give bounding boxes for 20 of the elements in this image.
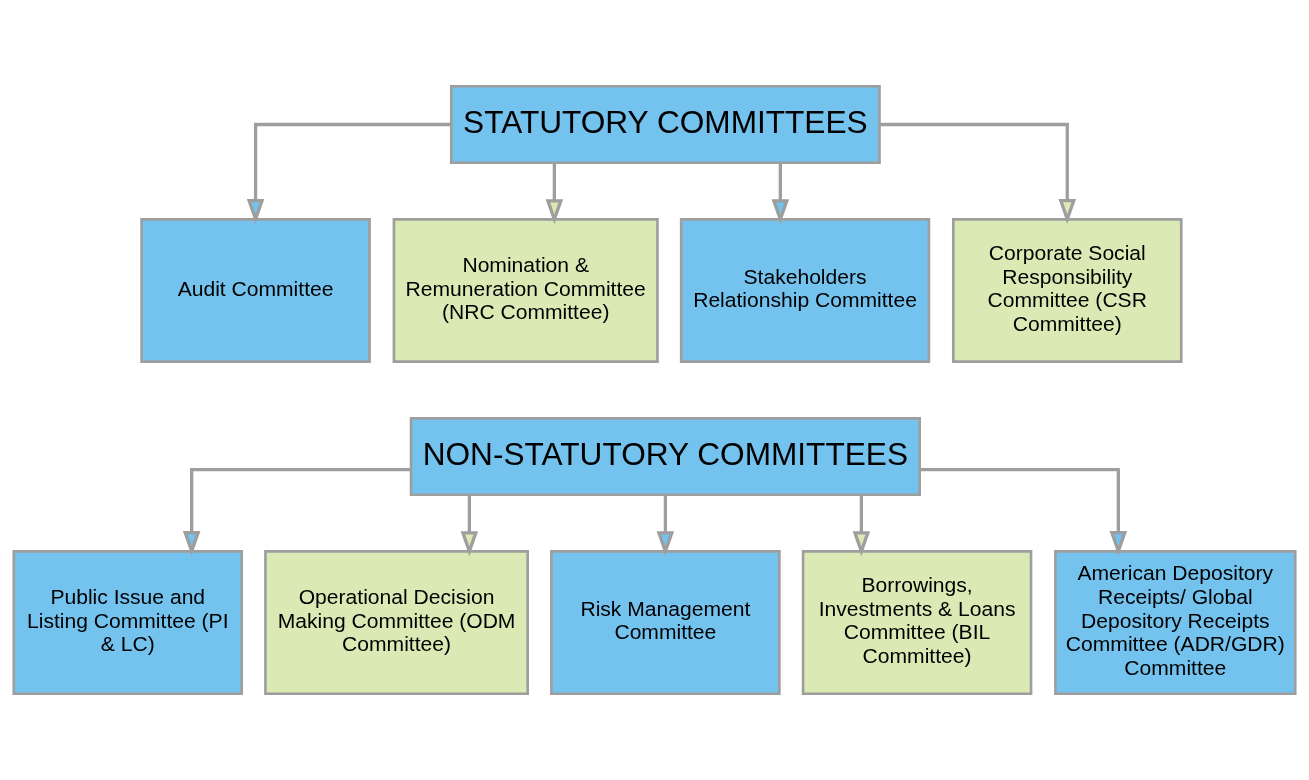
node-box: STATUTORY COMMITTEES	[449, 84, 881, 164]
arrow	[852, 495, 871, 557]
node-box: Public Issue and Listing Committee (PI & LC)	[12, 550, 244, 696]
arrow	[182, 468, 411, 557]
arrow	[246, 122, 451, 225]
node-box: Nomination & Remuneration Committee (NRC Committee)	[392, 218, 659, 363]
node-box: American Depository Receipts/ Global Depository Receipts Committee (ADR/GDR) Committee	[1054, 550, 1297, 696]
arrow	[879, 122, 1077, 225]
node-box: NON-STATUTORY COMMITTEES	[409, 417, 921, 497]
node-box: Risk Management Committee	[550, 550, 781, 696]
arrow	[545, 163, 564, 225]
node-box: Audit Committee	[140, 218, 371, 363]
arrow	[771, 163, 790, 225]
node-box: Borrowings, Investments & Loans Committee (BIL Committee)	[801, 550, 1033, 696]
node-box: Operational Decision Making Committee (ODM Committee)	[264, 550, 529, 696]
node-box: Stakeholders Relationship Committee	[679, 218, 931, 363]
node-box: Corporate Social Responsibility Committee (CSR Committee)	[951, 218, 1183, 363]
arrow	[656, 495, 675, 557]
arrow	[460, 495, 479, 557]
arrow	[920, 468, 1128, 557]
